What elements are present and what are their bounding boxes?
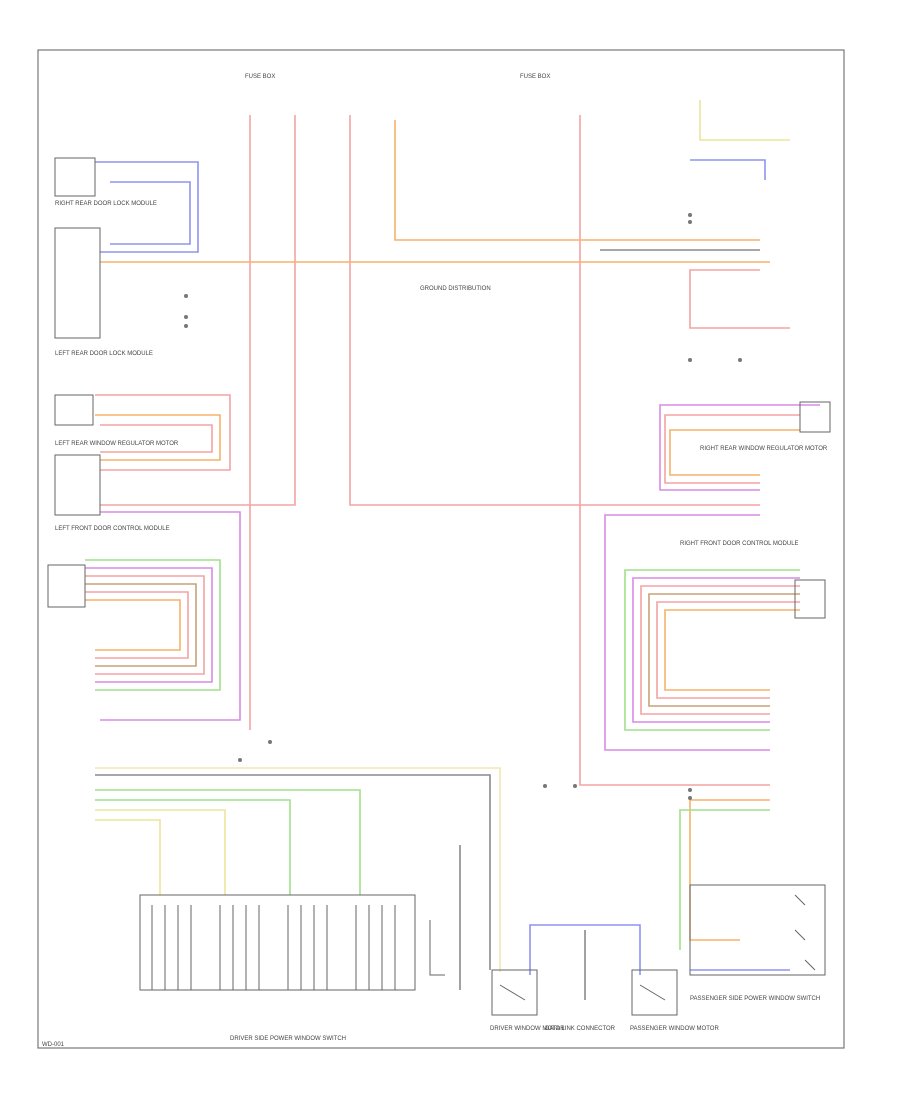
wire-pink (100, 424, 213, 453)
left-front-door-module-label: LEFT FRONT DOOR CONTROL MODULE (55, 526, 170, 532)
wire-green (85, 559, 221, 691)
wire-violet (632, 577, 800, 723)
fuse-box-label: FUSE BOX (245, 74, 275, 80)
wire-pink (85, 591, 189, 659)
wire-gray (95, 774, 491, 970)
wire-pink (100, 115, 296, 506)
driver-window-motor-box (491, 969, 538, 1016)
wire-yellow (95, 819, 161, 895)
switch-block-box (139, 894, 416, 991)
passenger-window-motor-label: PASSENGER WINDOW MOTOR (630, 1026, 719, 1032)
left-rear-window-motor-box (54, 394, 94, 426)
wire-brown (85, 583, 197, 667)
driver-window-motor-label: DRIVER WINDOW MOTOR (490, 1026, 565, 1032)
wire-violet (85, 567, 213, 683)
wire-pink (664, 414, 800, 484)
component-group (47, 157, 831, 1016)
wire-violet (659, 404, 820, 491)
wire-pink (689, 269, 790, 329)
wire-yellow (95, 809, 226, 895)
left-rear-lock-module-label: LEFT REAR DOOR LOCK MODULE (55, 351, 153, 357)
wire-violet (604, 514, 770, 751)
driver-power-window-switch-box (689, 884, 826, 976)
right-rear-window-motor-label: RIGHT REAR WINDOW REGULATOR MOTOR (700, 446, 828, 452)
wire-pink (640, 585, 800, 715)
wire-blue (95, 161, 199, 253)
ground-distribution-label: GROUND DISTRIBUTION (420, 286, 491, 292)
left-front-door-module-box (54, 454, 101, 516)
right-rear-lock-module-label: RIGHT REAR DOOR LOCK MODULE (55, 201, 157, 207)
right-rear-window-motor-box (799, 401, 831, 433)
right-front-window-motor-box (794, 579, 826, 619)
wire-orange (394, 120, 760, 241)
wire-brown (648, 593, 800, 707)
left-rear-window-motor-label: LEFT REAR WINDOW REGULATOR MOTOR (55, 441, 179, 447)
wire-green (679, 809, 770, 950)
data-link-connector-label: DATA LINK CONNECTOR (545, 1026, 616, 1032)
right-rear-lock-module-box (54, 157, 96, 197)
wire-orange (85, 599, 181, 651)
wire-blue (690, 159, 766, 180)
right-front-door-module-label: RIGHT FRONT DOOR CONTROL MODULE (680, 541, 799, 547)
passenger-window-motor-box (631, 969, 678, 1016)
diagram-border (37, 49, 845, 1049)
driver-side-switch-label: DRIVER SIDE POWER WINDOW SWITCH (230, 1036, 346, 1042)
passenger-side-switch-label: PASSENGER SIDE POWER WINDOW SWITCH (690, 996, 820, 1002)
wire-pink (349, 115, 760, 506)
wire-orange (689, 799, 770, 941)
wire-green (95, 789, 361, 895)
wire-orange (664, 609, 800, 691)
left-rear-lock-module-box (54, 227, 101, 339)
wire-orange (95, 414, 221, 461)
label-group: FUSE BOX FUSE BOX RIGHT REAR DOOR LOCK M… (42, 74, 828, 1048)
wire-pink (656, 601, 800, 699)
wire-group (85, 100, 820, 1000)
fuse-box-label: FUSE BOX (520, 74, 550, 80)
wire-yellow (699, 100, 790, 141)
wire-pink (85, 575, 205, 675)
wire-green (624, 569, 800, 731)
wire-violet (100, 511, 241, 721)
connector-dots (184, 213, 742, 800)
page-ref-label: WD-001 (42, 1042, 65, 1048)
wire-lightyellow (95, 767, 501, 972)
wire-pink (579, 115, 770, 786)
wire-green (95, 799, 291, 895)
wire-blue (529, 924, 641, 975)
wire-orange (669, 429, 800, 476)
wire-blue (110, 181, 191, 245)
wire-pink (95, 394, 231, 471)
left-front-window-motor-box (47, 564, 86, 608)
switch-contacts (151, 894, 816, 1001)
